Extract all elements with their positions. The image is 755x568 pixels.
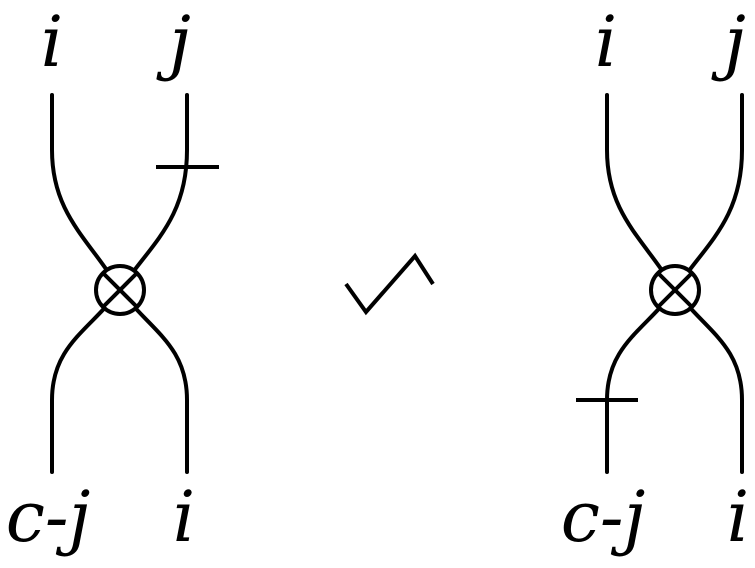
right-top-left-label: i — [595, 1, 617, 83]
right-strand-top-left — [605, 93, 677, 292]
left-strand-bottom-left — [50, 288, 122, 474]
left-strand-bottom-right — [118, 288, 189, 474]
right-strand-bottom-right — [673, 288, 744, 474]
left-strand-top-right — [118, 93, 189, 292]
left-top-left-label: i — [41, 1, 63, 83]
left-crossing-node — [94, 264, 146, 316]
right-strand-bottom-left — [605, 288, 677, 474]
left-bottom-left-label: c-j — [6, 476, 91, 558]
left-top-right-label: j — [156, 1, 191, 83]
left-bottom-right-label: i — [173, 476, 195, 558]
right-strand-top-right — [673, 93, 744, 292]
right-top-right-label: j — [711, 1, 746, 83]
right-bottom-left-label: c-j — [561, 476, 646, 558]
left-crossing-diagram: i j c-j i — [6, 1, 219, 558]
right-crossing-node — [649, 264, 701, 316]
left-strand-top-left — [50, 93, 122, 292]
right-bottom-right-label: i — [727, 476, 749, 558]
relation-symbol: ≀ — [344, 252, 435, 316]
right-crossing-diagram: i j c-j i — [561, 1, 749, 558]
